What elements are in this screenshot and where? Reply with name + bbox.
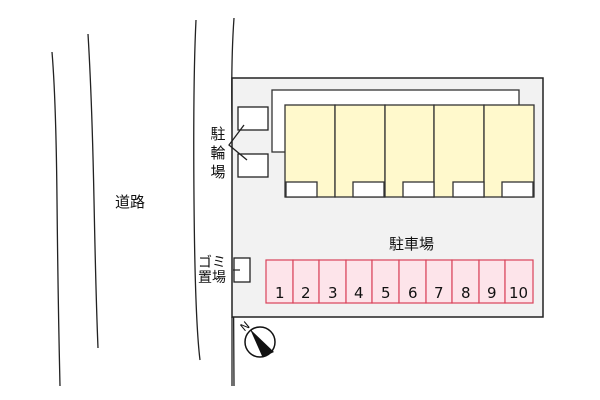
stall-1 [265,259,294,304]
bicycle-parking-label: 駐輪場 [210,125,226,181]
stall-7 [425,259,453,304]
stall-7-number: 7 [434,284,444,302]
stall-4-number: 4 [354,284,364,302]
stall-4 [345,259,373,304]
bicycle-rack-1 [237,106,269,131]
road-line-1 [51,51,61,387]
bicycle-parking [228,106,269,178]
unit-2-entry [352,181,385,198]
stall-6-number: 6 [408,284,418,302]
garbage-label-line2: 置場 [198,270,226,286]
stall-2 [292,259,320,304]
road-label: 道路 [115,193,146,211]
stall-2-number: 2 [301,284,311,302]
stall-5-number: 5 [381,284,391,302]
stall-10 [504,259,534,304]
stall-1-number: 1 [275,284,285,302]
stall-8 [451,259,480,304]
stall-6 [398,259,427,304]
north-compass-icon [244,326,276,358]
parking-stalls [265,259,534,304]
unit-5-entry [501,181,534,198]
unit-3-entry [402,181,435,198]
stall-3 [318,259,347,304]
stall-9-number: 9 [487,284,497,302]
stall-10-number: 10 [509,284,529,302]
parking-label: 駐車場 [389,235,435,253]
stall-9 [478,259,506,304]
stall-3-number: 3 [328,284,338,302]
road-line-2 [87,33,99,349]
building-units [284,104,535,198]
stall-5 [371,259,400,304]
bicycle-rack-2 [237,153,269,178]
bicycle-pointer [228,124,248,161]
garbage-label-line1: ゴミ [198,255,226,271]
road-line-3 [193,19,201,361]
garbage-label: ゴミ 置場 [198,256,226,286]
unit-1-entry [285,181,318,198]
unit-4-entry [452,181,485,198]
stall-8-number: 8 [461,284,471,302]
